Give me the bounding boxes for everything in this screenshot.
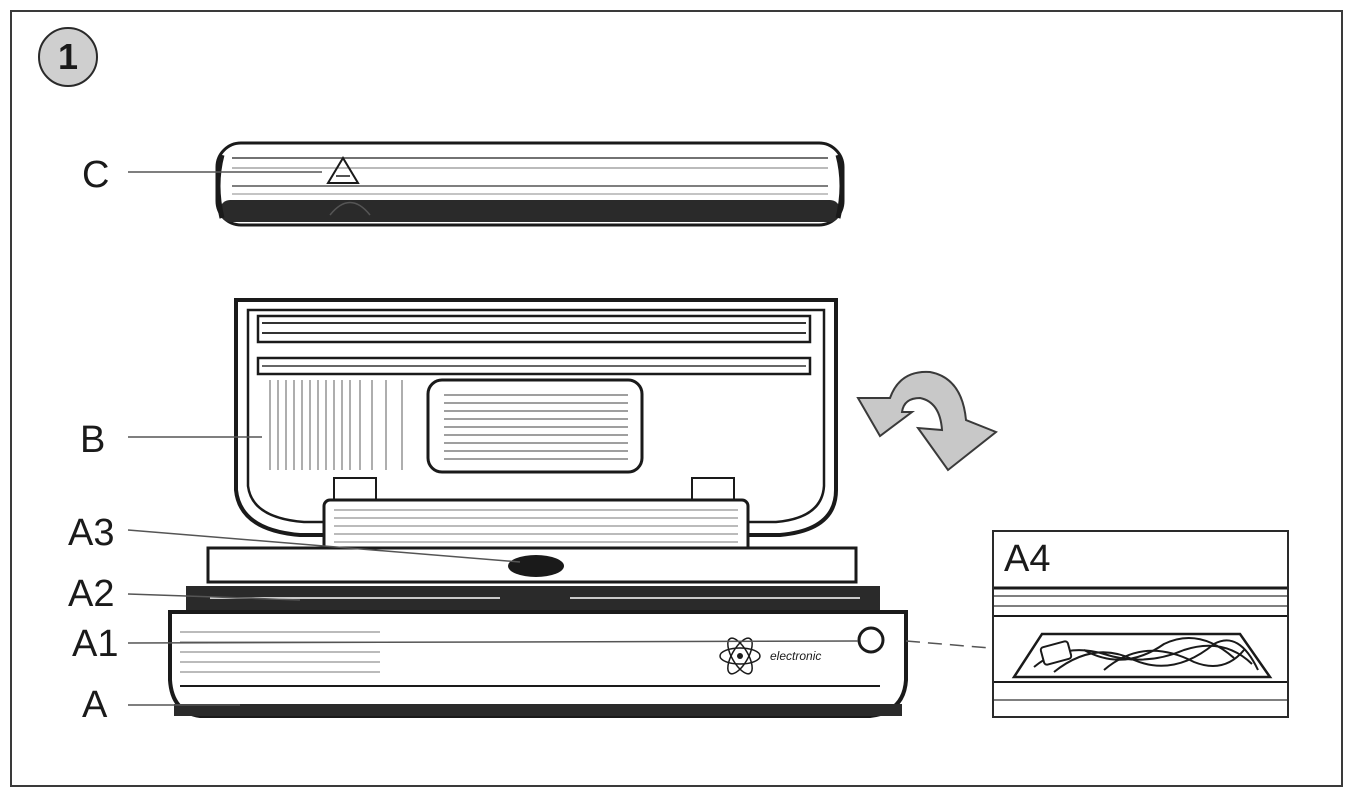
label-a2: A2	[68, 573, 115, 615]
lid-b	[234, 298, 838, 537]
atom-logo-icon	[719, 637, 761, 675]
label-c: C	[82, 154, 110, 196]
film-roll-c	[215, 141, 845, 227]
brand-mark: electronic	[770, 649, 821, 663]
vacuum-port	[508, 555, 564, 577]
recycle-icon	[326, 156, 360, 184]
figure-number: 1	[57, 36, 79, 77]
figure-number-badge: 1	[38, 27, 98, 87]
label-a3: A3	[68, 512, 115, 554]
cable-storage-illustration	[994, 586, 1287, 701]
sealing-bar	[322, 498, 750, 560]
base-unit-a: electronic	[168, 546, 908, 718]
inset-a4: A4	[992, 530, 1289, 718]
label-a: A	[82, 684, 108, 726]
label-a4: A4	[1004, 538, 1051, 580]
rotate-arrow-icon	[856, 370, 998, 472]
label-b: B	[80, 419, 106, 461]
power-button	[857, 626, 885, 654]
leader-lines	[127, 171, 991, 706]
label-a1: A1	[72, 623, 119, 665]
